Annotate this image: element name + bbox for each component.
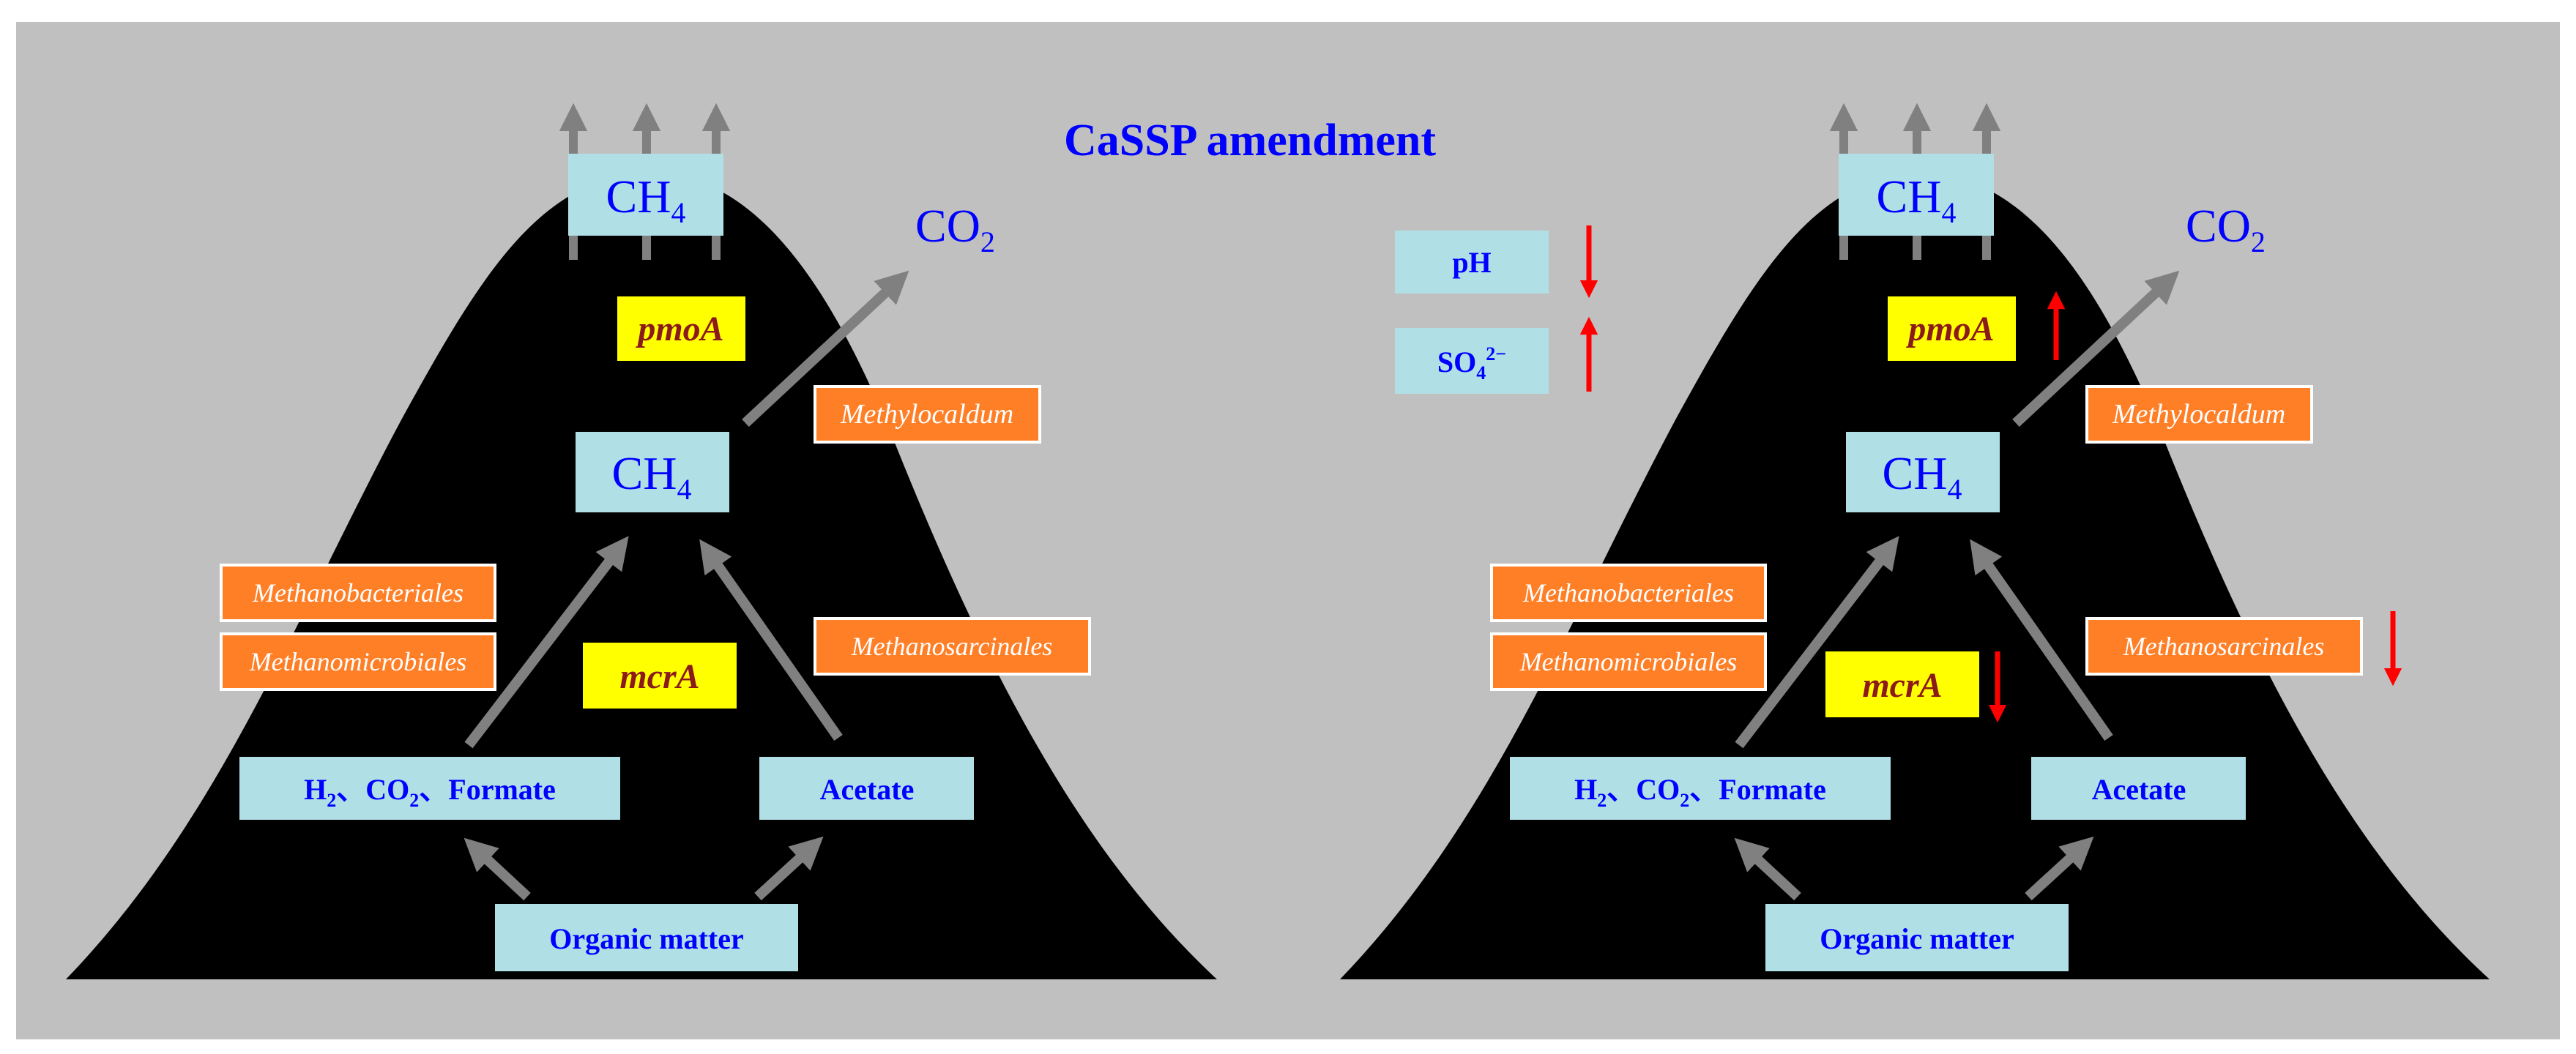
left-pmoa-label: pmoA: [635, 310, 723, 348]
right-arrow-organic-to-h2: [1734, 837, 1801, 901]
right-arrow-acetate-to-ch4: [1970, 539, 2113, 741]
legend-so4-label: SO42−: [1437, 343, 1506, 384]
right-panel: CH4 CO2 pmoA Methylocaldum CH4 Methanoba…: [1340, 102, 2490, 979]
left-organic-label: Organic matter: [549, 922, 743, 955]
right-methylocaldum-box: [2085, 385, 2313, 444]
left-arrow-acetate-to-ch4: [699, 539, 843, 741]
right-methanobacteriales-label: Methanobacteriales: [1522, 578, 1734, 608]
left-methanomicrobiales-box: [220, 632, 496, 691]
left-h2-box: [239, 757, 620, 820]
left-ch4-mid-box: [576, 432, 729, 512]
right-mcra-box: [1825, 651, 1979, 717]
left-methanomicrobiales-label: Methanomicrobiales: [249, 647, 467, 676]
left-methylocaldum-label: Methylocaldum: [840, 399, 1013, 430]
left-panel: CH4 CO2 pmoA Methylocaldum CH4 Methanoba…: [66, 102, 1217, 979]
right-organic-box: [1765, 904, 2069, 971]
left-acetate-label: Acetate: [820, 773, 915, 806]
left-acetate-box: [759, 757, 974, 820]
left-arrow-organic-to-acetate: [754, 836, 824, 901]
right-h2-box: [1510, 757, 1891, 820]
right-pmoa-label: pmoA: [1905, 310, 1994, 348]
right-ch4-mid-label: CH4: [1883, 447, 1962, 506]
left-ch4-top-group: CH4: [559, 102, 731, 260]
left-methanobacteriales-label: Methanobacteriales: [252, 578, 464, 608]
legend-so4-box: [1395, 328, 1549, 394]
left-arrow-organic-to-h2: [464, 837, 531, 901]
left-methanosarcinales-label: Methanosarcinales: [851, 632, 1053, 661]
right-ch4-top-label: CH4: [1877, 171, 1957, 229]
left-methylocaldum-box: [814, 385, 1041, 444]
left-co2-label: CO2: [915, 200, 995, 258]
right-ch4-top-group: CH4: [1829, 102, 2001, 260]
right-organic-label: Organic matter: [1820, 922, 2014, 955]
right-pmoa-box: [1888, 296, 2016, 361]
left-ch4-top-box: [568, 154, 723, 236]
left-arrow-h2-to-ch4: [464, 536, 629, 749]
left-methanosarcinales-box: [814, 617, 1091, 676]
right-methanomicrobiales-box: [1490, 632, 1767, 691]
right-acetate-label: Acetate: [2092, 773, 2186, 806]
legend: pH SO42−: [1395, 225, 1598, 394]
right-ch4-mid-box: [1846, 432, 2000, 512]
left-h2-label: H2、CO2、Formate: [304, 773, 556, 811]
right-h2-label: H2、CO2、Formate: [1574, 773, 1826, 811]
left-ch4-mid-label: CH4: [612, 447, 692, 506]
right-acetate-box: [2031, 757, 2246, 820]
left-ch4-top-label: CH4: [606, 171, 686, 229]
left-mcra-label: mcrA: [619, 657, 699, 696]
right-co2-label: CO2: [2186, 200, 2266, 258]
left-arrow-to-co2: [742, 270, 909, 427]
left-mcra-box: [583, 643, 737, 709]
left-organic-box: [495, 904, 798, 971]
right-methanobacteriales-box: [1490, 564, 1767, 622]
left-methanobacteriales-box: [220, 564, 496, 622]
right-mcra-label: mcrA: [1862, 666, 1942, 705]
right-methanosarcinales-label: Methanosarcinales: [2123, 632, 2325, 661]
right-methylocaldum-label: Methylocaldum: [2112, 399, 2285, 430]
right-methanomicrobiales-label: Methanomicrobiales: [1519, 647, 1738, 676]
diagram-title: CaSSP amendment: [1064, 116, 1436, 165]
right-arrow-organic-to-acetate: [2025, 836, 2094, 901]
left-pmoa-box: [617, 296, 745, 361]
legend-ph-label: pH: [1452, 246, 1491, 279]
right-ch4-top-box: [1839, 154, 1994, 236]
right-methanosarcinales-box: [2085, 617, 2363, 676]
right-arrow-to-co2: [2012, 270, 2180, 427]
legend-ph-box: [1395, 231, 1549, 294]
right-arrow-h2-to-ch4: [1735, 536, 1899, 749]
